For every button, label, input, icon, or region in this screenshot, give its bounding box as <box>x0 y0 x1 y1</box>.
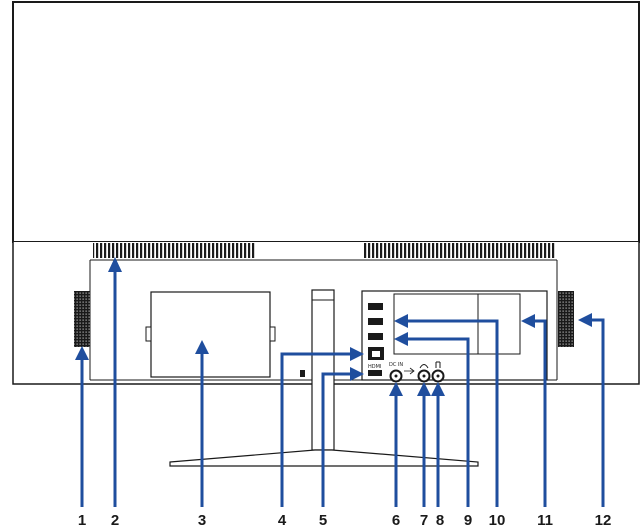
arrow-10-head <box>394 314 408 328</box>
microphone-icon <box>435 361 441 368</box>
callout-7: 7 <box>420 512 428 529</box>
callout-1: 1 <box>78 512 86 529</box>
screen-panel <box>12 1 640 243</box>
callout-6: 6 <box>392 512 400 529</box>
arrow-9-head <box>394 332 408 346</box>
arrow-5 <box>321 372 352 507</box>
callout-4: 4 <box>278 512 287 529</box>
kensington-lock <box>300 370 305 377</box>
arrow-10 <box>406 319 499 507</box>
callout-10: 10 <box>489 512 506 529</box>
top-vent-left <box>93 243 255 258</box>
callout-11: 11 <box>537 512 553 529</box>
callout-2: 2 <box>111 512 119 529</box>
callout-12: 12 <box>595 512 612 529</box>
arrow-8-head <box>431 382 445 396</box>
arrow-4 <box>280 352 352 507</box>
usb-port-3 <box>368 333 383 340</box>
label-plate-tab-right <box>269 326 276 342</box>
arrow-1-head <box>75 346 89 360</box>
callout-3: 3 <box>198 512 206 529</box>
arrow-2-head <box>108 257 122 272</box>
usb-port-2 <box>368 318 383 325</box>
arrow-12 <box>590 318 605 507</box>
label-plate-tab-left <box>145 326 152 342</box>
callout-9: 9 <box>464 512 472 529</box>
microphone-jack-center <box>436 374 440 378</box>
usb-icon <box>404 367 415 375</box>
power-module <box>477 293 521 355</box>
hdmi-port-label: HDMI <box>368 364 381 370</box>
top-vent-right <box>363 243 556 258</box>
headphone-jack-center <box>422 374 426 378</box>
label-plate <box>150 291 271 378</box>
arrow-9 <box>406 337 470 507</box>
dc-in-jack-center <box>394 374 398 378</box>
arrow-12-head <box>578 313 592 327</box>
arrow-6-head <box>389 382 403 396</box>
arrow-11-head <box>521 314 535 328</box>
speaker-grille-left <box>74 291 90 347</box>
headphone-icon <box>419 364 429 369</box>
ethernet-port-hole <box>372 351 380 357</box>
callout-5: 5 <box>319 512 327 529</box>
dc-in-label: DC IN <box>389 362 403 368</box>
arrow-11 <box>533 319 547 507</box>
arrow-7-head <box>417 382 431 396</box>
callout-arrows <box>75 257 605 507</box>
hdmi-port <box>368 370 382 376</box>
arrow-4-head <box>350 347 364 361</box>
usb-port-1 <box>368 303 383 310</box>
callout-8: 8 <box>436 512 444 529</box>
speaker-grille-right <box>558 291 574 347</box>
arrow-3-head <box>195 340 209 354</box>
arrow-5-head <box>350 367 364 381</box>
